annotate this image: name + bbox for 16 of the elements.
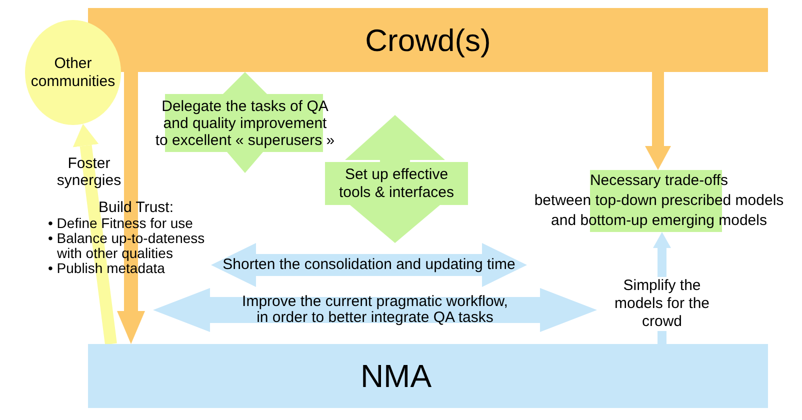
double-arrow-shape xyxy=(211,243,527,287)
annotation-text: Foster synergies xyxy=(56,155,122,189)
arrow xyxy=(345,115,445,243)
arrow xyxy=(223,72,267,173)
double-arrow-shape xyxy=(153,288,597,332)
arrow xyxy=(72,123,117,345)
banner-bar xyxy=(88,344,768,408)
heading-text: Crowd(s) xyxy=(365,22,491,58)
node-label: Other communities xyxy=(30,54,116,90)
arrow xyxy=(117,72,145,344)
heading-text: NMA xyxy=(360,357,432,395)
node-label: Shorten the consolidation and updating time xyxy=(222,256,516,274)
node-label: Necessary trade-offs between top-down prescribed models and bottom-up emerging models xyxy=(534,171,784,231)
node-label: Improve the current pragmatic workflow, in order to better integrate QA tasks xyxy=(242,294,508,326)
arrow xyxy=(645,72,671,170)
edge-label: Set up effective tools & interfaces xyxy=(325,162,468,205)
